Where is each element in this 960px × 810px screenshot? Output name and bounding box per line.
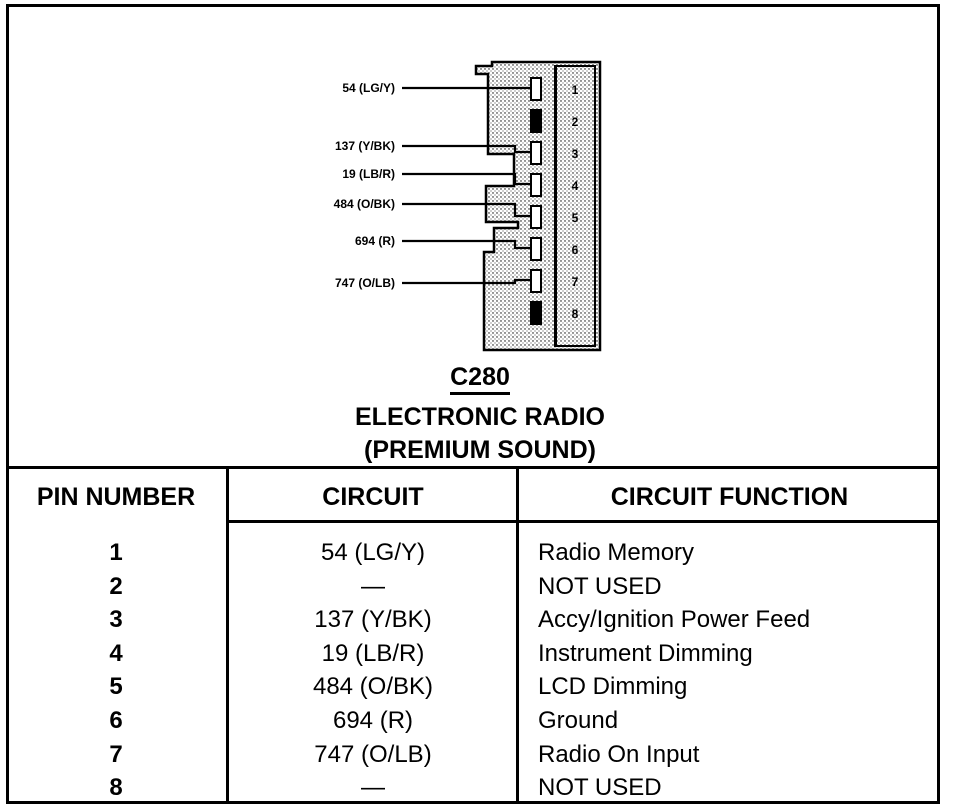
wire-lead [402,202,531,218]
table-cell-circuit: 54 (LG/Y) [320,539,426,566]
cavity-number: 5 [572,211,579,225]
table-cell-function: NOT USED [538,572,662,600]
wire-label: 54 (LG/Y) [342,81,395,95]
table-cell-pin: 7 [109,740,123,768]
pin-column: 1 2 3 4 5 6 7 8 [6,536,226,805]
header-circuit: CIRCUIT [322,483,424,511]
table-cell-function: NOT USED [538,774,662,802]
connector-title: ELECTRONIC RADIO [355,403,605,431]
plugged-cavity [530,301,542,325]
terminal-cavity [530,77,542,101]
function-column: Radio Memory NOT USED Accy/Ignition Powe… [538,536,938,805]
header-divider [229,520,940,523]
wire-label: 19 (LB/R) [342,167,395,181]
terminal-cavity [530,269,542,293]
connector-diagram: 54 (LG/Y) 137 (Y/BK) 19 (LB/R) 484 (O/BK) 69… [334,60,602,352]
cavity-number: 1 [572,83,579,97]
terminal-cavity [530,173,542,197]
terminal-cavity [530,237,542,261]
wire-label: 484 (O/BK) [334,197,395,211]
wire-label: 747 (O/LB) [335,276,395,290]
table-cell-pin: 6 [109,706,123,734]
table-cell-pin: 3 [109,606,123,634]
table-cell-circuit: 137 (Y/BK) [314,606,432,634]
table-cell-circuit: — [361,774,385,802]
wire-lead [402,144,531,154]
connector-cavity-strip [554,65,596,347]
table-cell-function: Radio Memory [538,539,695,566]
wire-lead [402,239,531,250]
cavity-number: 2 [572,115,579,129]
wire-lead [402,278,531,285]
wire-label: 694 (R) [355,234,395,248]
cavity-number: 6 [572,243,579,257]
plugged-cavity [530,109,542,133]
table-cell-pin: 1 [109,539,123,566]
circuit-column: 54 (LG/Y) — 137 (Y/BK) 19 (LB/R) 484 (O/… [229,536,517,805]
table-cell-function: LCD Dimming [538,673,688,701]
table-cell-circuit: 19 (LB/R) [321,639,425,667]
table-cell-pin: 2 [109,572,123,600]
table-cell-circuit: 747 (O/LB) [314,740,432,768]
connector-subtitle: (PREMIUM SOUND) [364,436,596,464]
column-divider-2 [516,466,519,804]
cavity-number: 3 [572,147,579,161]
table-cell-function: Instrument Dimming [538,639,753,667]
diagram-frame [6,4,940,804]
wire-lead [402,172,531,186]
cavity-number: 7 [572,275,579,289]
table-cell-function: Ground [538,706,619,734]
cavity-number: 4 [572,179,579,193]
connector-id: C280 [0,363,960,395]
wire-label: 137 (Y/BK) [335,139,395,153]
table-top-border [6,466,940,469]
table-cell-circuit: 484 (O/BK) [312,673,434,701]
column-divider-1 [226,466,229,804]
table-cell-pin: 5 [109,673,123,701]
table-cell-pin: 4 [109,639,123,667]
header-circuit-function: CIRCUIT FUNCTION [610,483,849,511]
table-cell-function: Accy/Ignition Power Feed [538,606,811,634]
table-cell-pin: 8 [109,774,123,802]
table-cell-circuit: — [361,572,385,600]
terminal-cavity [530,141,542,165]
header-pin-number: PIN NUMBER [36,483,196,511]
cavity-number: 8 [572,307,579,321]
terminal-cavity [530,205,542,229]
table-cell-function: Radio On Input [538,740,700,768]
table-cell-circuit: 694 (R) [332,706,414,734]
